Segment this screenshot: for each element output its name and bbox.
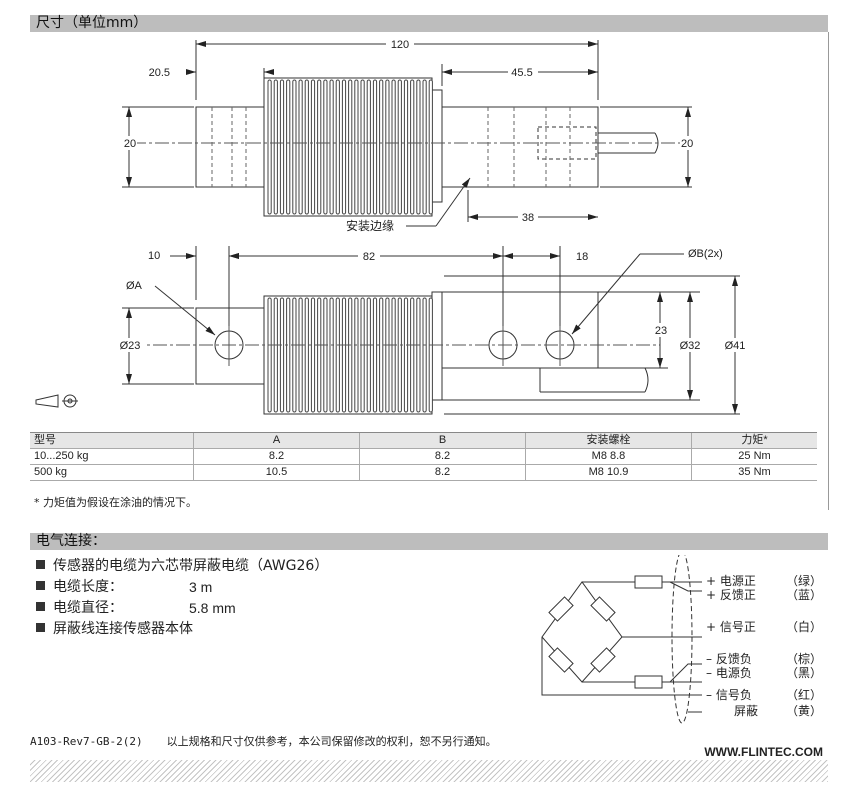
bullet-icon — [36, 623, 45, 632]
cell: 35 Nm — [691, 464, 817, 481]
right-border — [828, 32, 829, 510]
electrical-bullets: 传感器的电缆为六芯带屏蔽电缆（AWG26） 电缆长度：3 m 电缆直径：5.8 … — [36, 556, 328, 640]
bullet-icon — [36, 602, 45, 611]
wire-row: + 反馈正（蓝） — [706, 588, 823, 602]
side-right-block — [441, 291, 599, 369]
dim-overall: 120 — [391, 39, 409, 51]
wire-row: – 信号负（红） — [706, 688, 823, 702]
torque-footnote: * 力矩值为假设在涂油的情况下。 — [34, 496, 197, 509]
wire-row: + 电源正（绿） — [706, 574, 823, 588]
dim-right-end: 45.5 — [511, 67, 532, 79]
doc-id: A103-Rev7-GB-2(2) — [30, 735, 143, 748]
projection-symbol-icon — [35, 394, 78, 408]
col-bolt: 安装螺栓 — [525, 432, 692, 449]
list-item: 屏蔽线连接传感器本体 — [36, 619, 328, 640]
bullet-icon — [36, 560, 45, 569]
label-hole-b: ØB(2x) — [688, 248, 723, 260]
dim-height-right: 20 — [681, 138, 693, 150]
footer-hatch — [30, 760, 828, 782]
wire-legend: + 电源正（绿） + 反馈正（蓝） + 信号正（白） – 反馈负（棕） – 电源… — [706, 574, 823, 718]
wire-row: + 信号正（白） — [706, 620, 823, 634]
dimension-drawing: 120 20.5 45.5 20 20 38 安装边缘 10 82 18 ØA … — [35, 39, 746, 415]
dim-left-end: 20.5 — [149, 67, 170, 79]
electrical-header: 电气连接： — [30, 533, 828, 550]
cell: M8 10.9 — [525, 464, 692, 481]
wiring-diagram — [541, 555, 702, 724]
table-row: 10...250 kg 8.2 8.2 M8 8.8 25 Nm — [30, 448, 817, 465]
dim-h3: Ø32 — [680, 340, 701, 352]
list-item: 传感器的电缆为六芯带屏蔽电缆（AWG26） — [36, 556, 328, 577]
dim-bolt-span: 38 — [522, 212, 534, 224]
col-a: A — [193, 432, 360, 449]
wire-row: – 反馈负（棕） — [706, 652, 823, 666]
col-torque: 力矩* — [691, 432, 817, 449]
cell: 25 Nm — [691, 448, 817, 465]
disclaimer: 以上规格和尺寸仅供参考，本公司保留修改的权利，恕不另行通知。 — [166, 735, 497, 748]
dim-h2: 23 — [655, 325, 667, 337]
col-b: B — [359, 432, 526, 449]
side-flange — [431, 291, 443, 401]
cell: 8.2 — [193, 448, 360, 465]
top-right-block — [441, 106, 599, 188]
cell: 10.5 — [193, 464, 360, 481]
spec-table: 型号 A B 安装螺栓 力矩* 10...250 kg 8.2 8.2 M8 8… — [30, 432, 817, 481]
wire-row: – 电源负（黑） — [706, 666, 823, 680]
dimensions-title: 尺寸（单位mm） — [36, 15, 148, 31]
flange-label: 安装边缘 — [346, 218, 394, 233]
footer-line: A103-Rev7-GB-2(2) 以上规格和尺寸仅供参考，本公司保留修改的权利，… — [30, 733, 497, 749]
cell: 10...250 kg — [30, 448, 194, 465]
side-left-block — [195, 307, 265, 385]
dim-height-left: 20 — [124, 138, 136, 150]
dim-d1: 10 — [148, 250, 160, 262]
cell: 500 kg — [30, 464, 194, 481]
label-hole-a: ØA — [126, 280, 143, 292]
cell: 8.2 — [359, 448, 526, 465]
dim-d3: 18 — [576, 251, 588, 263]
bullet-icon — [36, 581, 45, 590]
website-link[interactable]: WWW.FLINTEC.COM — [704, 745, 823, 759]
dim-h1: Ø23 — [120, 340, 141, 352]
dim-h4: Ø41 — [725, 340, 746, 352]
cell: M8 8.8 — [525, 448, 692, 465]
table-row: 500 kg 10.5 8.2 M8 10.9 35 Nm — [30, 464, 817, 481]
top-left-block — [195, 106, 265, 188]
col-model: 型号 — [30, 432, 194, 449]
top-flange — [431, 89, 443, 203]
cell: 8.2 — [359, 464, 526, 481]
list-item: 电缆直径：5.8 mm — [36, 598, 328, 619]
dim-d2: 82 — [363, 251, 375, 263]
electrical-title: 电气连接： — [36, 533, 106, 549]
dimensions-header: 尺寸（单位mm） — [30, 15, 828, 32]
list-item: 电缆长度：3 m — [36, 577, 328, 598]
wire-row: 屏蔽（黄） — [734, 704, 823, 718]
